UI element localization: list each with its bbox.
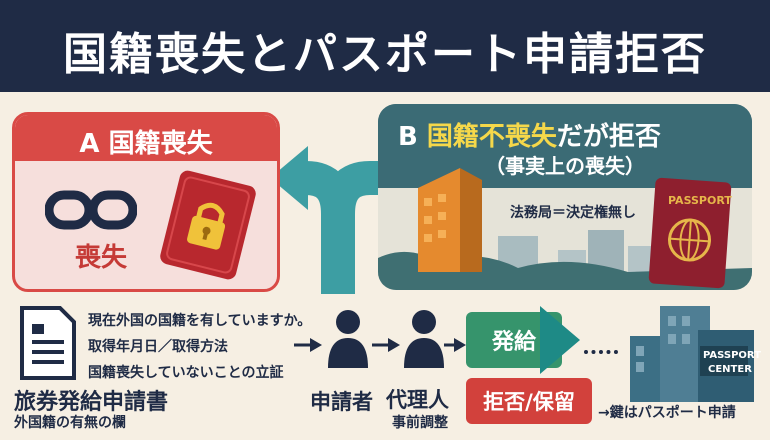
form-question-2: 取得年月日／取得方法 <box>88 339 228 355</box>
form-subtitle: 外国籍の有無の欄 <box>14 415 126 431</box>
curved-arrow-icon <box>270 146 400 294</box>
broken-chain-icon <box>45 190 137 230</box>
center-sign-line1: PASSPORT <box>703 350 762 361</box>
panel-b-title: B 国籍不喪失だが拒否 <box>398 122 661 152</box>
lost-label: 喪失 <box>75 243 128 273</box>
panel-a-nationality-loss: A 国籍喪失 喪失 <box>12 112 280 292</box>
applicant-person-icon <box>328 310 368 368</box>
applicant-label: 申請者 <box>310 390 373 414</box>
panel-a-title: A 国籍喪失 <box>79 129 213 159</box>
arrow-right-icon <box>294 338 322 352</box>
panel-b-header <box>378 104 752 188</box>
big-arrow-icon <box>540 306 580 374</box>
form-question-1: 現在外国の国籍を有していますか。 <box>88 313 312 329</box>
header-bar <box>0 0 770 92</box>
arrow-right-icon <box>444 338 466 352</box>
form-question-3: 国籍喪失していないことの立証 <box>88 365 284 381</box>
passport-center-building <box>630 306 754 402</box>
agent-person-icon <box>404 310 444 368</box>
panel-a-header <box>15 115 277 161</box>
orange-building-icon <box>418 168 482 272</box>
document-icon <box>20 306 76 380</box>
form-title: 旅券発給申請書 <box>14 390 169 415</box>
agent-sub-label: 事前調整 <box>392 415 448 431</box>
reject-outcome: 拒否/保留 <box>466 378 592 424</box>
panel-b-refusal: B 国籍不喪失だが拒否 （事実上の喪失） 法務局＝決定権無し PASSPORT <box>378 104 752 290</box>
page-title: 国籍喪失とパスポート申請拒否 <box>63 29 707 80</box>
passport-icon <box>648 177 732 289</box>
passport-label: PASSPORT <box>668 194 732 207</box>
legal-note: 法務局＝決定権無し <box>510 205 636 221</box>
panel-b-subtitle: （事実上の喪失） <box>485 154 645 178</box>
agent-label: 代理人 <box>386 388 449 412</box>
passport-application-note: →鍵はパスポート申請 <box>598 405 736 421</box>
locked-passport-icon <box>160 170 256 280</box>
dotted-connector <box>584 350 618 354</box>
center-sign-line2: CENTER <box>708 364 752 375</box>
arrow-right-icon <box>372 338 400 352</box>
